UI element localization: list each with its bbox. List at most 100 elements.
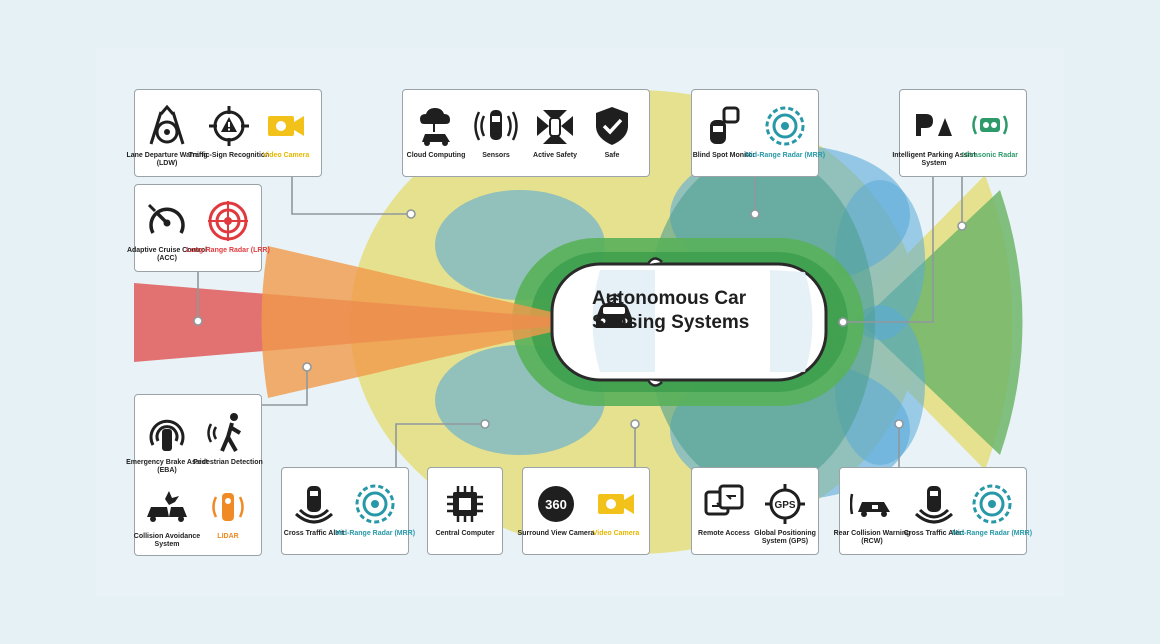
label-central-computer: Central Computer [435,530,495,537]
chip-icon [447,486,483,522]
card-brake-pedestrian-collision: Emergency Brake Assist (EBA) Pedestrian … [126,394,263,556]
camera-360-icon: 360 [538,486,574,522]
label-surround-view: Surround View Camera [517,530,595,537]
card-acc: Adaptive Cruise Control (ACC) Long-Range… [127,184,270,272]
label-mid-range-radar-left: Mid-Range Radar (MRR) [334,530,416,537]
radar-icon [355,484,395,524]
shield-check-icon [596,107,628,145]
car-mirror-top [646,257,663,265]
label-pedestrian: Pedestrian Detection [193,459,263,466]
item-lane-departure: Lane Departure Warning (LDW) [124,104,210,168]
item-rear-collision: Rear Collision Warning (RCW) [829,482,915,546]
item-blind-spot: Blind Spot Monitor [681,104,767,160]
rear-collision-icon [850,493,890,517]
title-line-2: Sensing Systems [592,312,750,333]
label-mid-range-radar-top: Mid-Range Radar (MRR) [744,152,826,159]
title-line-1: Autonomous Car [592,288,747,309]
item-cloud-computing: Cloud Computing [393,104,479,160]
label-safe: Safe [604,152,620,159]
item-mid-range-radar-top: Mid-Range Radar (MRR) [742,104,828,160]
lane-departure-icon [149,104,185,145]
item-acc: Adaptive Cruise Control (ACC) [124,199,210,263]
card-cross-traffic-left: Cross Traffic Alert Mid-Range Radar (MRR… [281,467,415,555]
item-mid-range-radar-left: Mid-Range Radar (MRR) [332,482,418,538]
label-active-safety: Active Safety [533,152,577,159]
label-video-camera-rear: Video Camera [592,530,640,537]
item-central-computer: Central Computer [422,482,508,538]
car-rear-window [770,270,813,372]
svg-text:360: 360 [545,497,567,512]
connector-dots [193,209,967,429]
label-lane-departure: Lane Departure Warning (LDW) [126,152,208,167]
label-traffic-sign: Traffic-Sign Recognition [188,152,270,159]
item-collision-avoidance: Collision Avoidance System [124,485,210,549]
card-lane-traffic-camera: Lane Departure Warning (LDW) Traffic-Sig… [126,89,322,177]
label-collision-avoidance: Collision Avoidance System [133,533,201,548]
label-acc: Adaptive Cruise Control (ACC) [126,247,208,262]
speedometer-icon [147,203,185,234]
card-rear-systems: Rear Collision Warning (RCW) Cross Traff… [834,467,1032,555]
parking-icon [916,114,952,136]
cross-traffic-icon [915,486,953,524]
cross-traffic-icon [295,486,333,524]
active-safety-icon [537,110,573,144]
blind-spot-icon [710,106,740,144]
collision-icon [147,491,187,522]
pedestrian-icon [207,413,242,452]
card-blind-spot: Blind Spot Monitor Mid-Range Radar (MRR) [691,89,825,177]
gps-icon: GPS [765,484,805,524]
lidar-icon [212,493,244,521]
label-parking-assist: Intelligent Parking Assist System [892,152,976,167]
item-lidar: LIDAR [185,485,271,541]
label-sensors: Sensors [482,152,510,159]
connector-cross-left [395,423,485,468]
label-blind-spot: Blind Spot Monitor [692,152,756,159]
connector-top-left [291,176,411,215]
card-cloud-sensors-safety: Cloud Computing Sensors Active Safety Sa… [402,89,650,177]
item-cross-traffic-left: Cross Traffic Alert [271,482,357,538]
item-safe: Safe [569,104,655,160]
item-mid-range-radar-right: Mid-Range Radar (MRR) [949,482,1035,538]
diagram-title: Autonomous Car Sensing Systems [592,287,822,335]
label-remote-access: Remote Access [698,530,750,537]
radar-icon [765,106,805,146]
item-parking-assist: Intelligent Parking Assist System [891,104,977,168]
item-video-camera-rear: Video Camera [573,482,659,538]
card-parking: Intelligent Parking Assist System Ultras… [892,89,1027,177]
video-camera-icon [268,116,304,136]
item-remote-access: Remote Access [681,482,767,538]
ultrasonic-icon [972,115,1008,135]
rear-green-wedge [860,190,1023,455]
label-lidar: LIDAR [217,533,239,540]
label-cloud-computing: Cloud Computing [406,152,466,159]
remote-access-icon [704,484,744,516]
label-emergency-brake: Emergency Brake Assist (EBA) [126,459,208,474]
connector-bottom-left [261,368,308,406]
connector-lines [197,176,963,468]
item-ultrasonic: Ultrasonic Radar [947,104,1033,160]
label-mid-range-radar-right: Mid-Range Radar (MRR) [951,530,1033,537]
radar-icon [208,201,248,241]
item-cross-traffic-right: Cross Traffic Alert [891,482,977,538]
item-pedestrian: Pedestrian Detection [185,411,271,467]
title-car-icon [596,294,632,328]
sensor-icon [474,110,518,141]
brake-assist-icon [149,419,185,451]
label-long-range-radar: Long-Range Radar (LRR) [186,247,270,254]
cloud-car-icon [420,108,450,146]
item-traffic-sign: Traffic-Sign Recognition [186,104,272,160]
label-video-camera: Video Camera [262,152,310,159]
label-rear-collision: Rear Collision Warning (RCW) [833,530,911,545]
label-ultrasonic: Ultrasonic Radar [961,152,1019,159]
connector-parking [843,176,934,323]
item-surround-view: 360 Surround View Camera [513,482,599,538]
radar-icon [972,484,1012,524]
label-cross-traffic-left: Cross Traffic Alert [283,530,345,537]
item-emergency-brake: Emergency Brake Assist (EBA) [124,411,210,475]
item-sensors: Sensors [453,104,539,160]
card-surround-camera: 360 Surround View Camera Video Camera [518,467,650,555]
item-long-range-radar: Long-Range Radar (LRR) [185,199,271,255]
label-cross-traffic-right: Cross Traffic Alert [903,530,965,537]
traffic-sign-icon [209,106,249,146]
